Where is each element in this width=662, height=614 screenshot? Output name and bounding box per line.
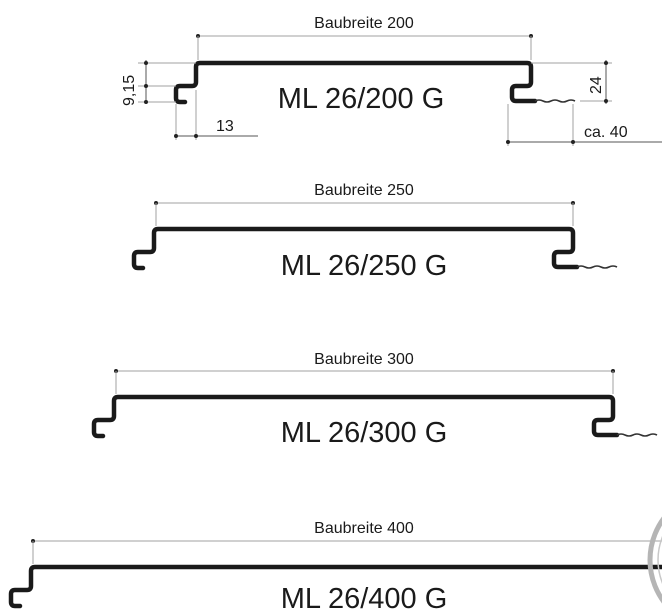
break-line: [534, 99, 576, 103]
profile-200: Baubreite 200 ML 26/200 G 9,15 24 13: [121, 15, 662, 146]
dimension-tick: [604, 99, 608, 103]
profile-outline: [8, 564, 662, 609]
width-label: Baubreite 200: [314, 15, 414, 32]
profile-outline: [91, 394, 620, 439]
profile-name: ML 26/300 G: [281, 417, 448, 449]
profile-name: ML 26/400 G: [281, 583, 448, 614]
profile-outline: [173, 60, 538, 105]
profile-name: ML 26/250 G: [281, 250, 448, 282]
overlap-label: ca. 40: [584, 124, 628, 141]
profile-250: Baubreite 250 ML 26/250 G: [131, 182, 618, 282]
step-height-label: 9,15: [121, 75, 138, 106]
dimension-tick: [506, 140, 510, 144]
dimension-tick: [144, 61, 148, 65]
profile-name: ML 26/200 G: [278, 83, 445, 115]
dimension-tick: [144, 100, 148, 104]
stamp-seal: [647, 516, 662, 604]
width-label: Baubreite 400: [314, 520, 414, 537]
dimension-tick: [571, 140, 575, 144]
dimension-tick: [194, 134, 198, 138]
width-label: Baubreite 250: [314, 182, 414, 199]
lip-label: 13: [216, 118, 234, 135]
width-label: Baubreite 300: [314, 351, 414, 368]
dimension-tick: [604, 61, 608, 65]
break-line: [616, 433, 658, 437]
break-line: [576, 265, 618, 269]
profile-300: Baubreite 300 ML 26/300 G: [91, 351, 658, 449]
height-label: 24: [588, 76, 605, 94]
dimension-tick: [144, 84, 148, 88]
profile-400: Baubreite 400 ML 26/400 G: [8, 520, 662, 614]
dimension-tick: [174, 134, 178, 138]
profile-outline: [131, 226, 580, 271]
